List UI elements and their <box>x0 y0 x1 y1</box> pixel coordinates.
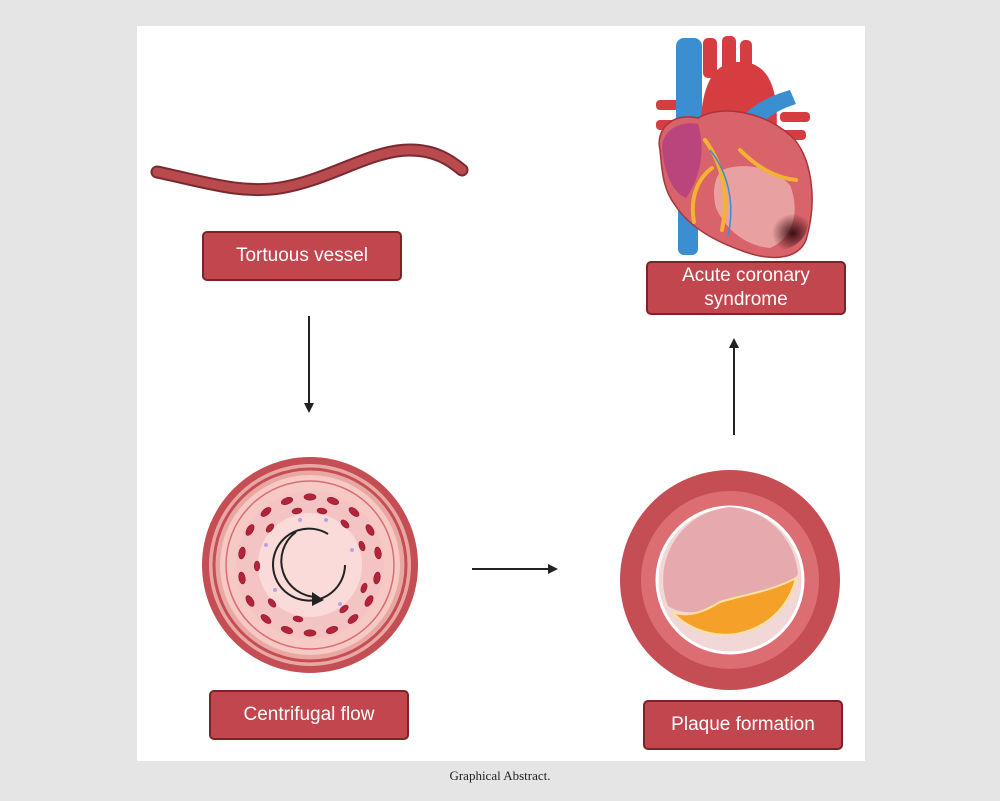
circular-flow-arrow <box>272 527 346 602</box>
figure-caption: Graphical Abstract. <box>449 768 551 783</box>
label-tortuous-vessel: Tortuous vessel <box>202 231 402 281</box>
label-centrifugal-flow: Centrifugal flow <box>209 690 409 740</box>
heart-illustration <box>656 36 813 259</box>
plaque-formation-illustration <box>620 470 840 690</box>
label-plaque-formation: Plaque formation <box>643 700 843 750</box>
label-acute-coronary-syndrome: Acute coronary syndrome <box>646 261 846 315</box>
centrifugal-flow-illustration <box>202 457 418 673</box>
